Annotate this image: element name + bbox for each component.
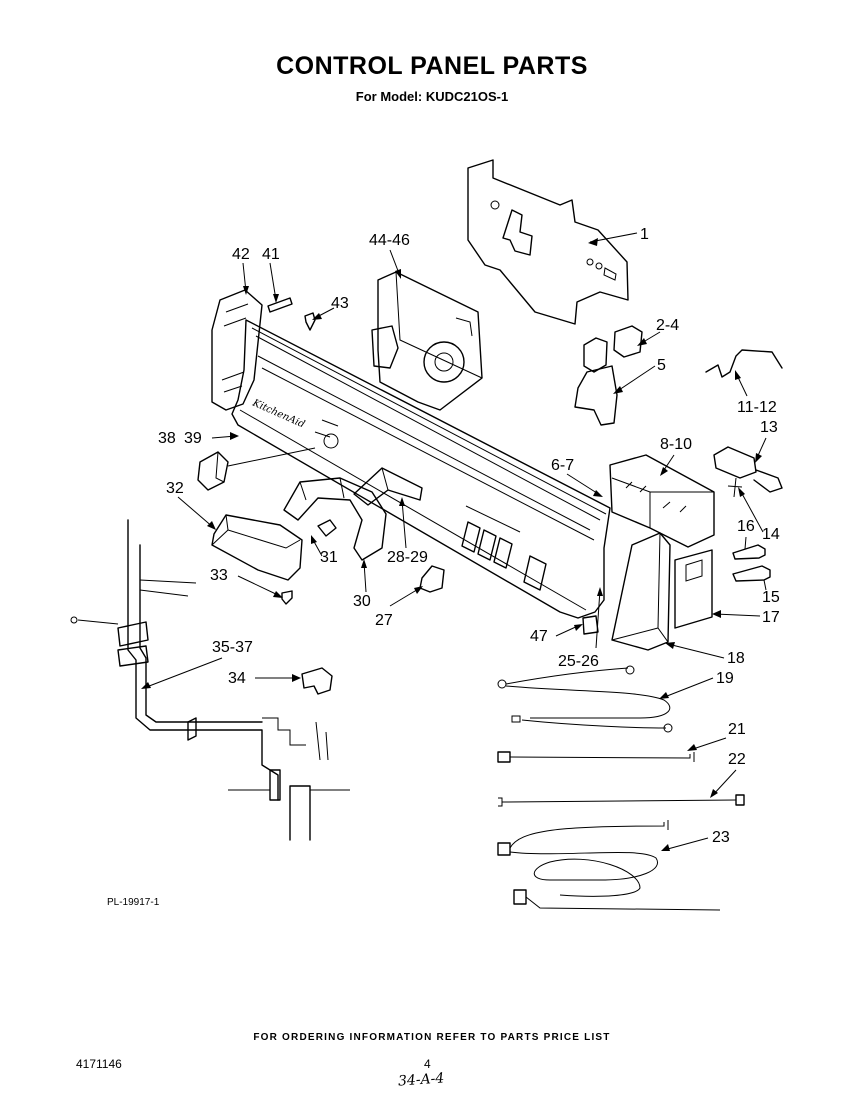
part-harness-22 xyxy=(498,794,745,807)
part-housing xyxy=(609,454,715,548)
part-clip xyxy=(705,349,783,378)
part-latch xyxy=(283,477,387,561)
callout-44-46: 44-46 xyxy=(369,232,410,249)
callout-34: 34 xyxy=(228,670,246,687)
ordering-note: FOR ORDERING INFORMATION REFER TO PARTS … xyxy=(253,1032,611,1043)
part-clip-34 xyxy=(301,667,333,695)
part-block xyxy=(419,565,445,593)
callout-32: 32 xyxy=(166,480,184,497)
part-screw-33 xyxy=(281,590,293,605)
callout-13: 13 xyxy=(760,419,778,436)
callout-15: 15 xyxy=(762,589,780,606)
part-switch xyxy=(574,325,643,426)
callout-30: 30 xyxy=(353,593,371,610)
callout-1: 1 xyxy=(640,226,649,243)
callout-23: 23 xyxy=(712,829,730,846)
part-cap xyxy=(582,615,599,635)
callout-25-26: 25-26 xyxy=(558,653,599,670)
callout-35-37: 35-37 xyxy=(212,639,253,656)
callout-47: 47 xyxy=(530,628,548,645)
callout-5: 5 xyxy=(657,357,666,374)
callout-39: 39 xyxy=(184,430,202,447)
callout-27: 27 xyxy=(375,612,393,629)
part-end-cap xyxy=(611,532,713,651)
brand-mark: KitchenAid xyxy=(250,397,306,430)
callout-43: 43 xyxy=(331,295,349,312)
part-plate xyxy=(467,159,629,325)
document-number: 4171146 xyxy=(76,1057,122,1071)
callout-41: 41 xyxy=(262,246,280,263)
callout-21: 21 xyxy=(728,721,746,738)
part-harness-23 xyxy=(497,820,721,911)
part-lead-switch xyxy=(713,446,783,498)
part-timer xyxy=(371,271,483,411)
callout-2-4: 2-4 xyxy=(656,317,679,334)
callout-16: 16 xyxy=(737,518,755,535)
callout-6-7: 6-7 xyxy=(551,457,574,474)
page-title: CONTROL PANEL PARTS xyxy=(276,52,588,80)
callout-11-12: 11-12 xyxy=(737,399,777,416)
callout-labels: 1 2-4 5 11-12 13 8-10 6-7 14 16 15 17 18… xyxy=(158,226,780,846)
part-harness-21 xyxy=(497,751,695,763)
callout-31: 31 xyxy=(320,549,338,566)
callout-33: 33 xyxy=(210,567,228,584)
callout-19: 19 xyxy=(716,670,734,687)
callout-17: 17 xyxy=(762,609,780,626)
callout-42: 42 xyxy=(232,246,250,263)
part-left-end-cap xyxy=(211,289,293,411)
callout-28-29: 28-29 xyxy=(387,549,428,566)
plate-number: PL-19917-1 xyxy=(107,897,160,908)
part-handle-cover xyxy=(211,514,303,581)
part-bracket xyxy=(353,467,423,506)
handwritten-note: 34-A-4 xyxy=(397,1070,445,1090)
callout-18: 18 xyxy=(727,650,745,667)
callout-14: 14 xyxy=(762,526,780,543)
part-harness-19 xyxy=(497,665,673,733)
part-screws-right xyxy=(732,544,771,582)
part-screw-top xyxy=(304,312,316,331)
model-subtitle: For Model: KUDC21OS-1 xyxy=(355,89,509,104)
page-number: 4 xyxy=(424,1057,431,1071)
part-knob xyxy=(197,451,229,491)
callout-38: 38 xyxy=(158,430,176,447)
callout-8-10: 8-10 xyxy=(660,436,692,453)
callout-22: 22 xyxy=(728,751,746,768)
leader-lines xyxy=(141,232,767,851)
